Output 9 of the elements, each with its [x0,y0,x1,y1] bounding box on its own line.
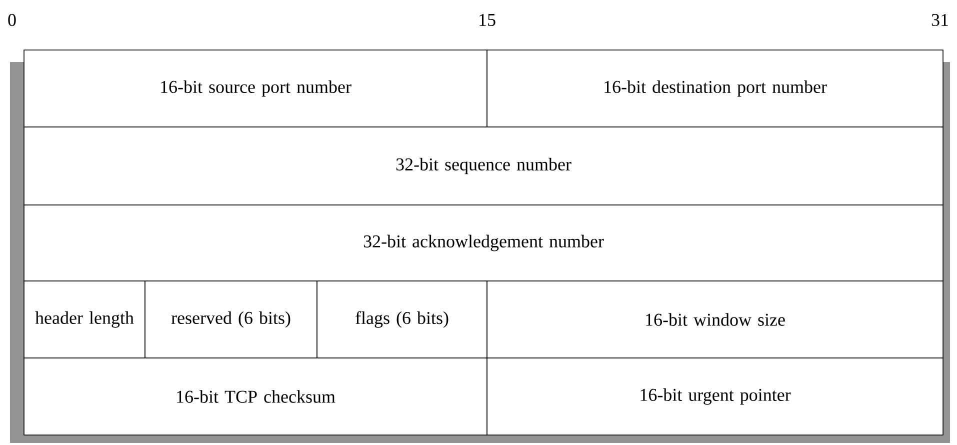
header-field-cell: reserved (6 bits) [144,280,318,358]
header-field-cell: flags (6 bits) [316,280,488,358]
bit-position-number: 0 [8,14,16,26]
header-field-cell: 16-bit urgent pointer [486,358,944,436]
bit-position-number: 31 [932,14,948,26]
header-field-cell: 16-bit source port number [24,50,488,128]
bit-position-number: 15 [480,14,496,26]
header-field-cell: header length [24,280,146,358]
header-field-cell: 16-bit destination port number [486,50,944,128]
